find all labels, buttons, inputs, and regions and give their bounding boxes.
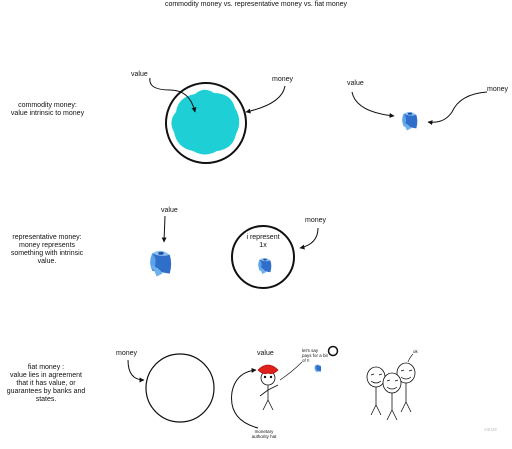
toilet-paper-roll-icon [402, 111, 418, 131]
commodity-value-arrow [149, 77, 197, 113]
value-label: value [257, 350, 274, 357]
commodity-coin [165, 82, 247, 164]
representative-caption: representative money: money represents s… [10, 234, 84, 265]
right-money-arrow [427, 91, 488, 126]
crowd-figures [366, 362, 416, 421]
speech-circle-icon [327, 345, 339, 357]
crowd-pointer [407, 353, 414, 363]
note-text: i represent 1x [246, 234, 280, 249]
value-label: value [131, 71, 148, 78]
speech-text: let's say pays for a bit of !! [302, 348, 328, 363]
value-label: value [347, 80, 364, 87]
rep-value-arrow [161, 215, 167, 243]
money-label: money [305, 217, 327, 224]
speech-pointer [279, 361, 303, 381]
right-value-arrow [351, 91, 395, 119]
watermark: MEME [484, 427, 498, 432]
money-label: money [272, 76, 294, 83]
toilet-paper-roll-icon [258, 258, 272, 274]
hat-label: monetary authority hat [251, 429, 277, 439]
toilet-paper-roll-icon [314, 364, 322, 373]
fiat-coin [145, 353, 215, 423]
fiat-money-arrow [127, 359, 145, 383]
fiat-value-arrow [231, 367, 259, 429]
representative-note [231, 225, 295, 289]
fiat-caption: fiat money : value lies in agreement tha… [6, 364, 86, 403]
money-label: money [487, 86, 509, 93]
money-label: money [116, 350, 138, 357]
rep-money-arrow [299, 227, 319, 250]
diagram-title: commodity money vs. representative money… [164, 1, 348, 8]
commodity-caption: commodity money: value intrinsic to mone… [10, 102, 85, 117]
toilet-paper-roll-icon [150, 250, 172, 277]
commodity-money-arrow [245, 85, 286, 114]
value-label: value [161, 207, 178, 214]
authority-figure [257, 364, 279, 411]
crowd-reply: ok [413, 349, 418, 354]
